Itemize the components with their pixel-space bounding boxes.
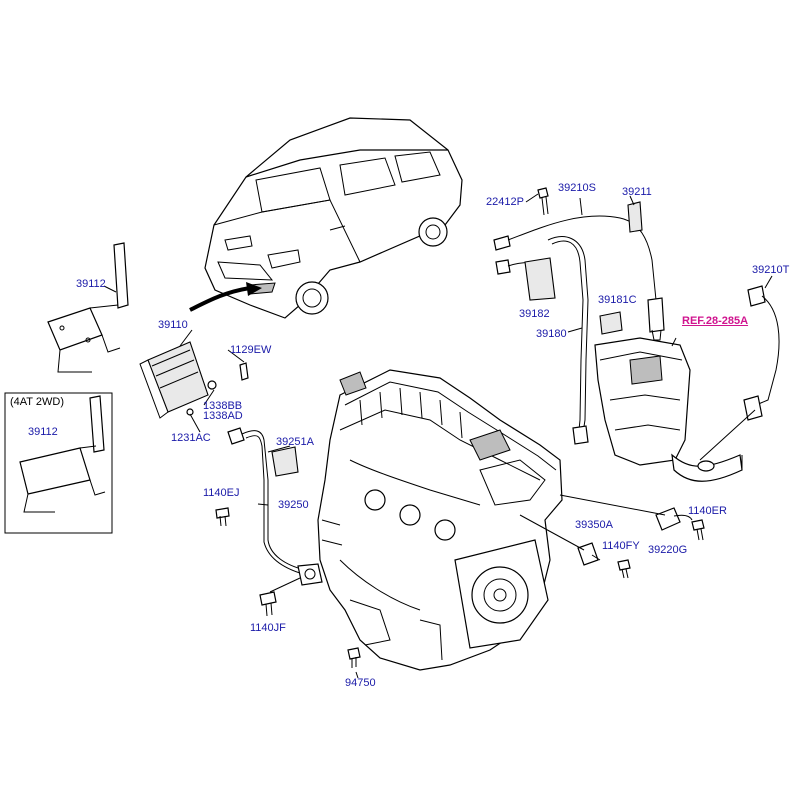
- callout-39112-inset[interactable]: 39112: [28, 426, 58, 438]
- callout-39210t[interactable]: 39210T: [752, 264, 790, 276]
- callout-39181c[interactable]: 39181C: [598, 294, 637, 306]
- callout-1338ad[interactable]: 1338AD: [203, 410, 243, 422]
- bolt-1129ew: [239, 362, 249, 381]
- callout-1129ew[interactable]: 1129EW: [230, 344, 272, 356]
- callout-39211[interactable]: 39211: [622, 186, 652, 198]
- callout-1140fy[interactable]: 1140FY: [602, 540, 640, 552]
- harness-39210s: [493, 215, 665, 341]
- callout-39180[interactable]: 39180: [536, 328, 567, 340]
- pointer-arrow: [189, 286, 251, 312]
- callout-1140ej[interactable]: 1140EJ: [203, 487, 240, 499]
- callout-39110[interactable]: 39110: [158, 319, 188, 331]
- bolt-1140fy: [617, 559, 631, 579]
- bolt-1140ej: [215, 507, 230, 527]
- bracket-39211: [627, 201, 643, 233]
- harness-39180: [547, 236, 623, 445]
- ecu-39110: [139, 341, 217, 419]
- callout-39182[interactable]: 39182: [519, 308, 550, 320]
- sensor-39210t: [743, 285, 780, 421]
- callout-1140er[interactable]: 1140ER: [688, 505, 727, 517]
- inset-box: [4, 392, 113, 534]
- knock-sensor-harness-39250: [227, 427, 323, 586]
- callout-22412p[interactable]: 22412P: [486, 196, 524, 208]
- sensor-39350a: [577, 542, 601, 566]
- callout-1231ac[interactable]: 1231AC: [171, 432, 211, 444]
- bolt-1140er: [691, 519, 705, 541]
- callout-39220g[interactable]: 39220G: [648, 544, 688, 556]
- bolt-1140jf: [259, 591, 277, 617]
- car-illustration: [204, 117, 463, 319]
- callout-39210s[interactable]: 39210S: [558, 182, 596, 194]
- inset-bracket-39112: [19, 395, 106, 513]
- callout-39250[interactable]: 39250: [278, 499, 309, 511]
- reference-link[interactable]: REF.28-285A: [682, 315, 749, 327]
- catalytic-converter: [594, 337, 743, 482]
- callout-39350a[interactable]: 39350A: [575, 519, 613, 531]
- callout-1338bb[interactable]: 1338BB: [203, 400, 243, 412]
- callout-1140jf[interactable]: 1140JF: [250, 622, 286, 634]
- bolt-94750: [347, 647, 361, 668]
- bolt-22412p: [537, 187, 549, 216]
- engine-block: [317, 369, 563, 671]
- inset-title: (4AT 2WD): [10, 396, 64, 408]
- ecu-bracket-39112: [47, 242, 129, 373]
- callout-39112[interactable]: 39112: [76, 278, 106, 290]
- callout-94750[interactable]: 94750: [345, 677, 376, 689]
- callout-39251a[interactable]: 39251A: [276, 436, 314, 448]
- pointer-arrowhead: [246, 282, 262, 296]
- sensor-39220g: [655, 507, 693, 531]
